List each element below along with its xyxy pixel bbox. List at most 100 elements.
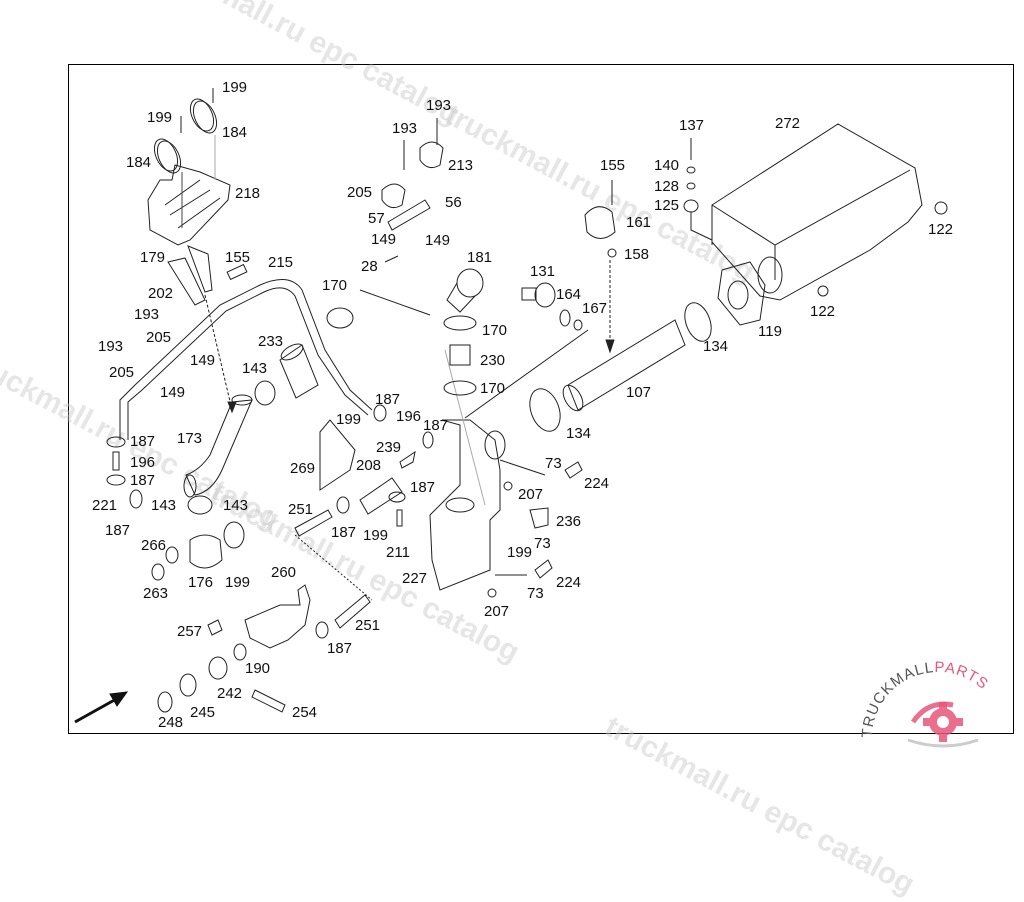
- part-label-205[interactable]: 205: [347, 184, 373, 201]
- part-label-233[interactable]: 233: [258, 333, 284, 350]
- part-label-170[interactable]: 170: [482, 322, 508, 339]
- part-label-227[interactable]: 227: [402, 570, 428, 587]
- part-label-272[interactable]: 272: [775, 115, 801, 132]
- clamp-143[interactable]: [223, 521, 245, 549]
- damper-224[interactable]: [564, 461, 583, 479]
- part-label-73[interactable]: 73: [527, 585, 544, 602]
- part-label-193[interactable]: 193: [392, 120, 418, 137]
- part-label-184[interactable]: 184: [222, 124, 248, 141]
- washer-140[interactable]: [686, 166, 696, 174]
- part-label-125[interactable]: 125: [654, 197, 680, 214]
- clamp-187[interactable]: [106, 436, 126, 448]
- part-label-128[interactable]: 128: [654, 178, 680, 195]
- part-label-155[interactable]: 155: [600, 157, 626, 174]
- part-label-215[interactable]: 215: [268, 254, 294, 271]
- part-label-230[interactable]: 230: [480, 352, 506, 369]
- part-label-149[interactable]: 149: [425, 232, 451, 249]
- part-label-149[interactable]: 149: [160, 384, 186, 401]
- clamp-187[interactable]: [422, 431, 434, 449]
- part-211[interactable]: [396, 509, 403, 527]
- part-label-173[interactable]: 173: [177, 430, 203, 447]
- part-label-143[interactable]: 143: [242, 360, 268, 377]
- clamp-187[interactable]: [106, 474, 126, 486]
- part-label-199[interactable]: 199: [222, 79, 248, 96]
- part-label-28[interactable]: 28: [361, 258, 378, 275]
- clamp-187[interactable]: [336, 496, 350, 514]
- bracket-269[interactable]: [319, 419, 356, 491]
- clamp-161[interactable]: [584, 206, 616, 239]
- sleeve-230[interactable]: [449, 344, 471, 366]
- part-label-170[interactable]: 170: [322, 277, 348, 294]
- part-label-205[interactable]: 205: [109, 364, 135, 381]
- clamp-187[interactable]: [388, 491, 406, 503]
- part-label-131[interactable]: 131: [530, 263, 556, 280]
- clamp-213[interactable]: [419, 141, 444, 169]
- clamp-187[interactable]: [315, 621, 329, 639]
- part-label-179[interactable]: 179: [140, 249, 166, 266]
- part-label-193[interactable]: 193: [426, 97, 452, 114]
- clamp-187[interactable]: [129, 489, 143, 509]
- part-label-236[interactable]: 236: [556, 513, 582, 530]
- part-label-218[interactable]: 218: [235, 185, 261, 202]
- cap-263[interactable]: [151, 563, 165, 581]
- pipe-173[interactable]: [183, 394, 253, 498]
- part-label-224[interactable]: 224: [584, 475, 610, 492]
- clamp-134[interactable]: [680, 299, 716, 345]
- part-label-207[interactable]: 207: [518, 486, 544, 503]
- part-label-251[interactable]: 251: [288, 501, 314, 518]
- part-label-184[interactable]: 184: [126, 154, 152, 171]
- bracket-236[interactable]: [529, 507, 549, 529]
- hose-251[interactable]: [334, 594, 371, 629]
- damper-224[interactable]: [534, 559, 553, 579]
- heater-208[interactable]: [359, 477, 403, 515]
- valve-131[interactable]: [521, 282, 556, 308]
- part-label-164[interactable]: 164: [556, 286, 582, 303]
- part-label-134[interactable]: 134: [703, 338, 729, 355]
- part-label-199[interactable]: 199: [225, 574, 251, 591]
- bracket-257[interactable]: [207, 619, 223, 636]
- part-label-187[interactable]: 187: [327, 640, 353, 657]
- ring-164[interactable]: [559, 309, 571, 327]
- part-label-193[interactable]: 193: [134, 306, 160, 323]
- part-label-149[interactable]: 149: [190, 352, 216, 369]
- part-label-245[interactable]: 245: [190, 704, 216, 721]
- nut-207[interactable]: [503, 481, 513, 491]
- part-label-73[interactable]: 73: [545, 455, 562, 472]
- bracket-57[interactable]: [387, 199, 431, 231]
- part-label-242[interactable]: 242: [217, 685, 243, 702]
- washer-128[interactable]: [686, 182, 696, 190]
- part-label-187[interactable]: 187: [410, 479, 436, 496]
- part-label-269[interactable]: 269: [290, 460, 316, 477]
- rod-254[interactable]: [251, 689, 286, 713]
- part-label-202[interactable]: 202: [148, 285, 174, 302]
- clamp-190[interactable]: [233, 643, 247, 661]
- part-label-199[interactable]: 199: [363, 527, 389, 544]
- part-label-224[interactable]: 224: [556, 574, 582, 591]
- part-label-137[interactable]: 137: [679, 117, 705, 134]
- gasket-119[interactable]: [717, 261, 766, 326]
- part-label-190[interactable]: 190: [245, 660, 271, 677]
- bracket-218[interactable]: [147, 164, 231, 246]
- part-label-196[interactable]: 196: [396, 408, 422, 425]
- part-label-170[interactable]: 170: [480, 380, 506, 397]
- clamp-170[interactable]: [443, 315, 477, 331]
- part-label-221[interactable]: 221: [92, 497, 118, 514]
- part-label-251[interactable]: 251: [355, 617, 381, 634]
- part-label-140[interactable]: 140: [654, 157, 680, 174]
- bracket-179[interactable]: [167, 245, 213, 306]
- part-248[interactable]: [157, 691, 173, 713]
- clamp-170[interactable]: [326, 307, 354, 329]
- part-239[interactable]: [399, 450, 416, 469]
- part-label-254[interactable]: 254: [292, 704, 318, 721]
- bolt-28[interactable]: [384, 255, 399, 263]
- part-label-257[interactable]: 257: [177, 623, 203, 640]
- part-label-143[interactable]: 143: [223, 497, 249, 514]
- part-label-187[interactable]: 187: [130, 433, 156, 450]
- clamp-184-lower[interactable]: [150, 135, 185, 176]
- grommet-125[interactable]: [683, 199, 699, 213]
- part-label-260[interactable]: 260: [271, 564, 297, 581]
- part-label-213[interactable]: 213: [448, 157, 474, 174]
- clamp-143[interactable]: [254, 380, 276, 406]
- part-label-187[interactable]: 187: [423, 417, 449, 434]
- part-label-143[interactable]: 143: [151, 497, 177, 514]
